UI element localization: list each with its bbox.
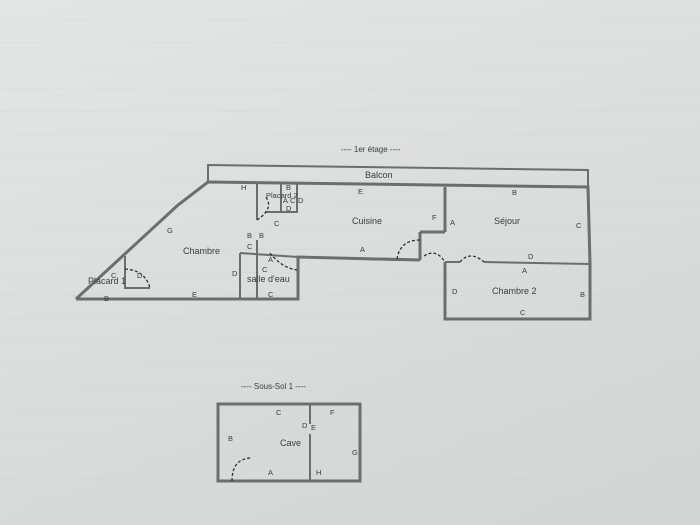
- door-placard2: [256, 195, 270, 221]
- apartment-outline: [74, 180, 592, 321]
- tag-d-placard2-b: D: [286, 204, 292, 213]
- tag-b-cave: B: [228, 434, 233, 443]
- tag-g-cave: G: [352, 448, 358, 457]
- doors: [124, 195, 485, 289]
- tag-d-sejour: D: [528, 252, 534, 261]
- sejour-label: Séjour: [494, 216, 520, 226]
- tag-c-sdo-bottom: C: [268, 290, 274, 299]
- tag-d-placard: D: [137, 271, 143, 280]
- door-salle-deau: [269, 252, 298, 271]
- interior-walls: [124, 182, 401, 299]
- tag-b-chambre-right: B: [247, 231, 252, 240]
- tag-c-chambre-right: C: [247, 242, 253, 251]
- chambre2-label: Chambre 2: [492, 286, 537, 296]
- tag-b-sdo: B: [259, 231, 264, 240]
- cave-label: Cave: [280, 438, 301, 448]
- tag-d-sdo: D: [232, 269, 238, 278]
- tag-d-placard2-a: D: [298, 196, 304, 205]
- tag-a-sdo: A: [268, 255, 273, 264]
- tag-b-placard2: B: [286, 183, 291, 192]
- salle-deau-label: salle d'eau: [247, 274, 290, 284]
- tag-c-cave: C: [276, 408, 282, 417]
- tag-g: G: [167, 226, 173, 235]
- chambre-label: Chambre: [183, 246, 220, 256]
- tag-a-placard2: A: [283, 196, 288, 205]
- tag-b-sejour: B: [512, 188, 517, 197]
- door-chambre2: [459, 255, 485, 263]
- tag-a-cuisine: A: [360, 245, 365, 254]
- tag-d-cave: D: [302, 421, 308, 430]
- tag-balcon-e: E: [358, 187, 363, 196]
- tag-c-placard: C: [111, 271, 117, 280]
- door-cave: [231, 457, 253, 482]
- door-sejour: [423, 252, 446, 263]
- tag-h: H: [241, 183, 246, 192]
- tag-a-sejour: A: [450, 218, 455, 227]
- tag-e-cave: E: [311, 423, 316, 432]
- placard1-label: Placard 1: [88, 276, 126, 286]
- tag-c-sejour: C: [576, 221, 582, 230]
- cuisine-label: Cuisine: [352, 216, 382, 226]
- tag-b-chambre2: B: [580, 290, 585, 299]
- cave-outline: [216, 402, 362, 483]
- floor1-title: ---- 1er étage ----: [341, 145, 401, 154]
- tag-c-sdo-top: C: [274, 219, 280, 228]
- tag-c-sdo: C: [262, 265, 268, 274]
- tag-d-chambre2: D: [452, 287, 458, 296]
- basement-title: ---- Sous-Sol 1 ----: [241, 382, 306, 391]
- tag-c-placard2: C: [290, 196, 296, 205]
- placard2-label: Placard 2: [266, 191, 298, 200]
- door-placard1: [124, 268, 151, 289]
- tag-e-bottom: E: [192, 290, 197, 299]
- balcon-label: Balcon: [365, 170, 393, 180]
- tag-h-cave: H: [316, 468, 321, 477]
- tag-c-chambre2: C: [520, 308, 526, 317]
- tag-f-cave: F: [330, 408, 335, 417]
- door-entry: [396, 239, 421, 260]
- tag-a-chambre2: A: [522, 266, 527, 275]
- tag-a-cave: A: [268, 468, 273, 477]
- tag-b-bottom: B: [104, 294, 109, 303]
- tag-f-cuisine: F: [432, 213, 437, 222]
